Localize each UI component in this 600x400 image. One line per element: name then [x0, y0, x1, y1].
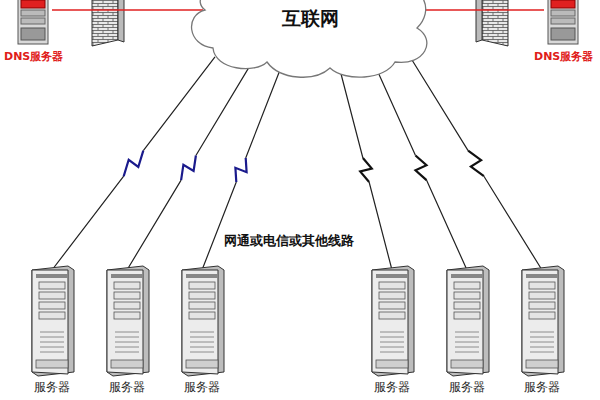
dns-server: DNS服务器 [4, 0, 62, 64]
cloud-label: 互联网 [185, 6, 435, 32]
server: 服务器 [516, 264, 568, 396]
server: 服务器 [176, 264, 228, 396]
server-icon [441, 264, 493, 396]
link-line [410, 57, 542, 270]
server-label: 服务器 [435, 379, 499, 396]
lightning-bolt [468, 151, 484, 177]
link-line [52, 57, 215, 270]
server-icon [366, 264, 418, 396]
firewall [476, 0, 508, 46]
lightning-bolt [416, 156, 427, 181]
server: 服务器 [366, 264, 418, 396]
server-label: 服务器 [510, 379, 574, 396]
dns-server: DNS服务器 [534, 0, 592, 64]
server-label: 服务器 [20, 379, 84, 396]
link-line [417, 9, 544, 10]
network-link [52, 10, 203, 11]
server-label: DNS服务器 [534, 49, 592, 64]
server-label: DNS服务器 [4, 49, 62, 64]
server-icon [516, 264, 568, 396]
server: 服务器 [101, 264, 153, 396]
lightning-bolt [181, 156, 196, 181]
server-label: 服务器 [170, 379, 234, 396]
lightning-bolt [124, 151, 144, 177]
internet-cloud: 互联网 [185, 0, 435, 80]
network-link [52, 57, 215, 270]
lightning-bolt [360, 158, 372, 182]
server: 服务器 [26, 264, 78, 396]
firewall [92, 0, 124, 46]
server-icon [26, 264, 78, 396]
server-icon [101, 264, 153, 396]
server-icon [176, 264, 228, 396]
network-link [375, 66, 467, 270]
link-line [52, 9, 203, 10]
line-note: 网通或电信或其他线路 [222, 232, 356, 250]
lightning-bolt [235, 158, 246, 182]
network-link [410, 57, 542, 270]
server-label: 服务器 [360, 379, 424, 396]
server-label: 服务器 [95, 379, 159, 396]
link-line [375, 66, 467, 270]
server: 服务器 [441, 264, 493, 396]
network-link [417, 10, 544, 11]
